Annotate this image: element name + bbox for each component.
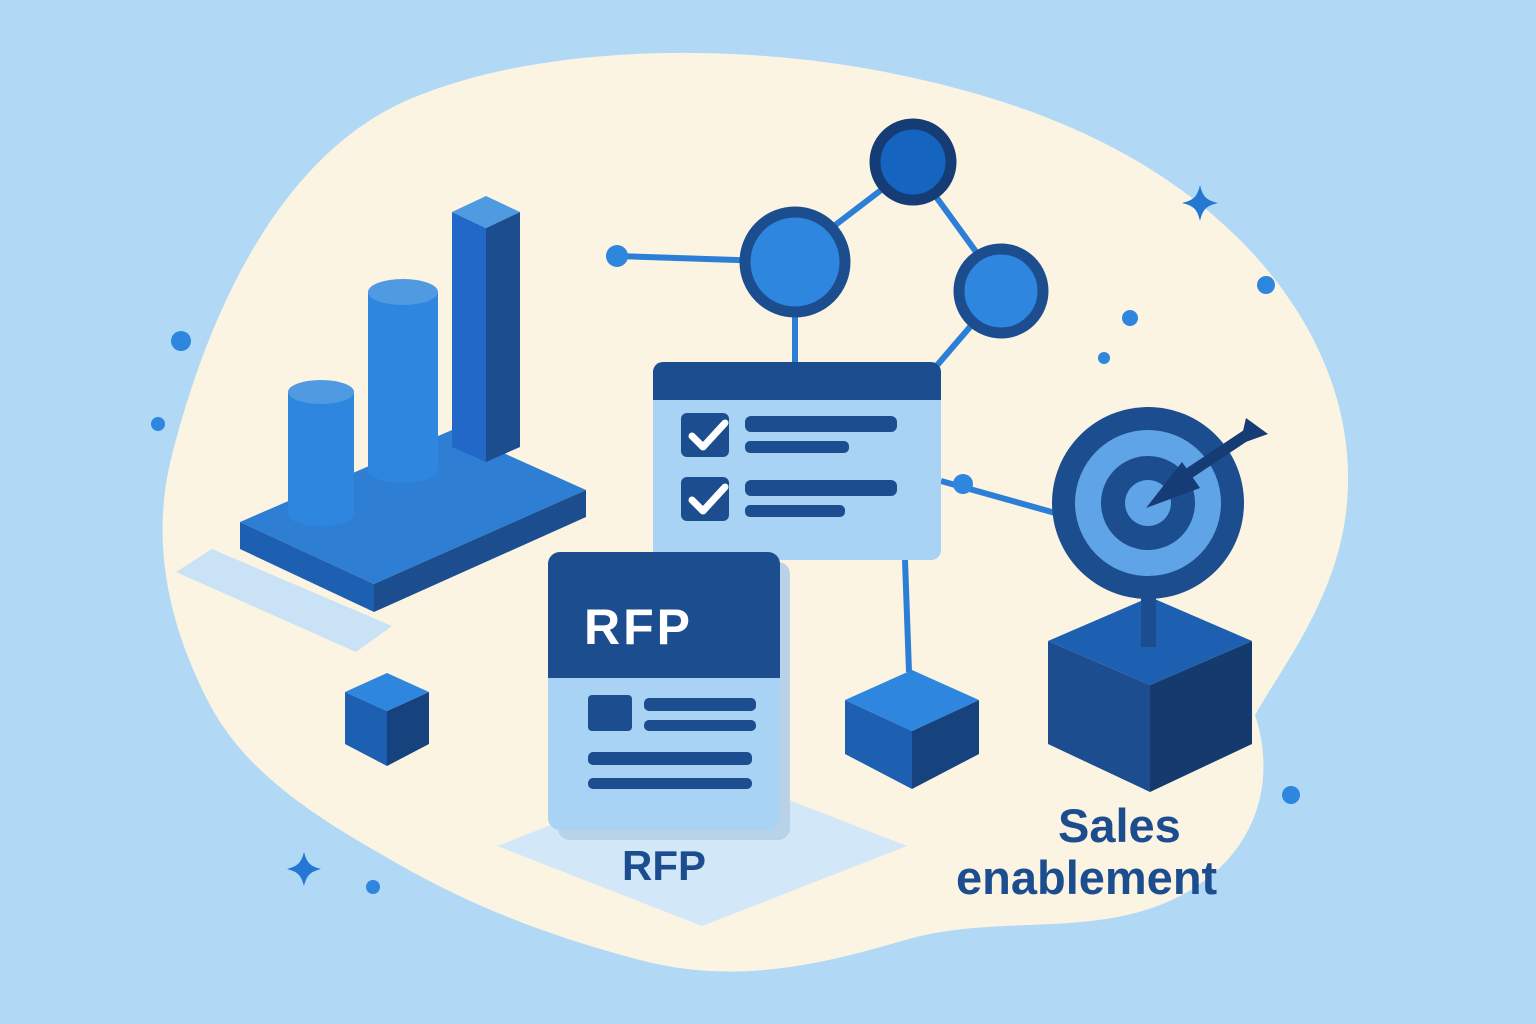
- dot-decoration: [171, 331, 191, 351]
- checkbox-icon: [681, 477, 729, 521]
- check-icon: [688, 419, 729, 451]
- text-line-bar: [745, 505, 845, 517]
- check-icon: [688, 483, 729, 515]
- text-line-bar: [745, 441, 849, 453]
- sparkle-icon: [287, 852, 321, 886]
- target-dart-icon: [1048, 407, 1268, 792]
- platform-shadow: [176, 549, 392, 652]
- rfp-header-label: RFP: [584, 599, 693, 655]
- sparkle-icon: [1182, 185, 1218, 221]
- checkbox-icon: [681, 413, 729, 457]
- rfp-caption: RFP: [622, 842, 706, 889]
- connector-dot: [953, 474, 973, 494]
- bar-cylinder-tall: [368, 279, 438, 483]
- node-dot-small: [606, 245, 628, 267]
- dot-decoration: [1282, 786, 1300, 804]
- text-line-bar: [745, 416, 897, 432]
- dot-decoration: [151, 417, 165, 431]
- network-node-left: [739, 206, 851, 318]
- cube-icon-medium: [845, 670, 979, 789]
- dot-decoration: [1098, 352, 1110, 364]
- network-node-top: [869, 118, 957, 206]
- bar-cylinder-short: [288, 380, 354, 526]
- text-line-bar: [644, 698, 756, 711]
- platform-right-side: [374, 490, 586, 612]
- target-stem: [1141, 592, 1156, 647]
- text-line-bar: [588, 778, 752, 789]
- dot-decoration: [1122, 310, 1138, 326]
- text-line-bar: [644, 720, 756, 731]
- sales-caption-line2: enablement: [956, 851, 1218, 904]
- cube-icon-small: [345, 673, 429, 766]
- connector-line: [902, 559, 912, 673]
- checklist-header-bar: [653, 362, 941, 400]
- doc-thumbnail-block: [588, 695, 632, 731]
- bar-chart-icon: [176, 196, 586, 652]
- dot-decoration: [366, 880, 380, 894]
- text-line-bar: [588, 752, 752, 765]
- platform-top: [240, 430, 586, 584]
- checklist-icon: [653, 362, 941, 560]
- text-line-bar: [745, 480, 897, 496]
- platform-left-side: [240, 522, 374, 612]
- dart-icon: [1146, 418, 1268, 508]
- rfp-header-bar: [548, 552, 780, 678]
- rfp-document-icon: RFP: [548, 552, 790, 840]
- sales-caption-line1: Sales: [1058, 799, 1181, 852]
- network-node-right: [953, 243, 1049, 339]
- bar-column: [452, 196, 520, 462]
- dot-decoration: [1257, 276, 1275, 294]
